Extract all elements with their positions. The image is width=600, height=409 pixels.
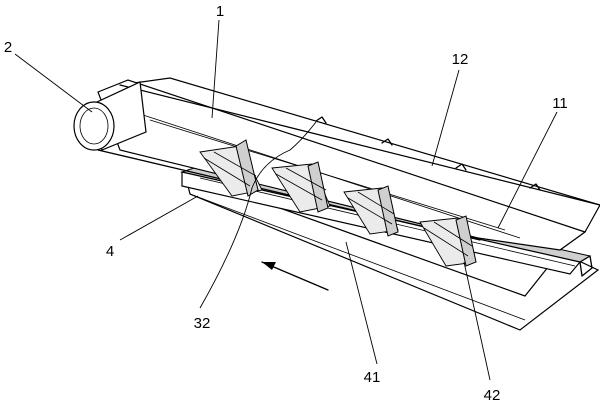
label-4: 4 (106, 243, 114, 260)
drum (73, 81, 147, 151)
label-2: 2 (4, 39, 12, 56)
truss-group (199, 116, 541, 267)
base-plate (184, 173, 600, 331)
label-11: 11 (552, 95, 568, 112)
belt-body (97, 77, 600, 251)
label-1: 1 (216, 3, 224, 20)
reference-labels: 1 2 12 11 4 32 41 42 (4, 3, 568, 404)
direction-arrow (261, 261, 329, 291)
label-32: 32 (194, 315, 211, 332)
leader-lines (14, 19, 558, 381)
label-41: 41 (364, 369, 381, 386)
label-42: 42 (484, 387, 501, 404)
label-12: 12 (452, 51, 469, 68)
